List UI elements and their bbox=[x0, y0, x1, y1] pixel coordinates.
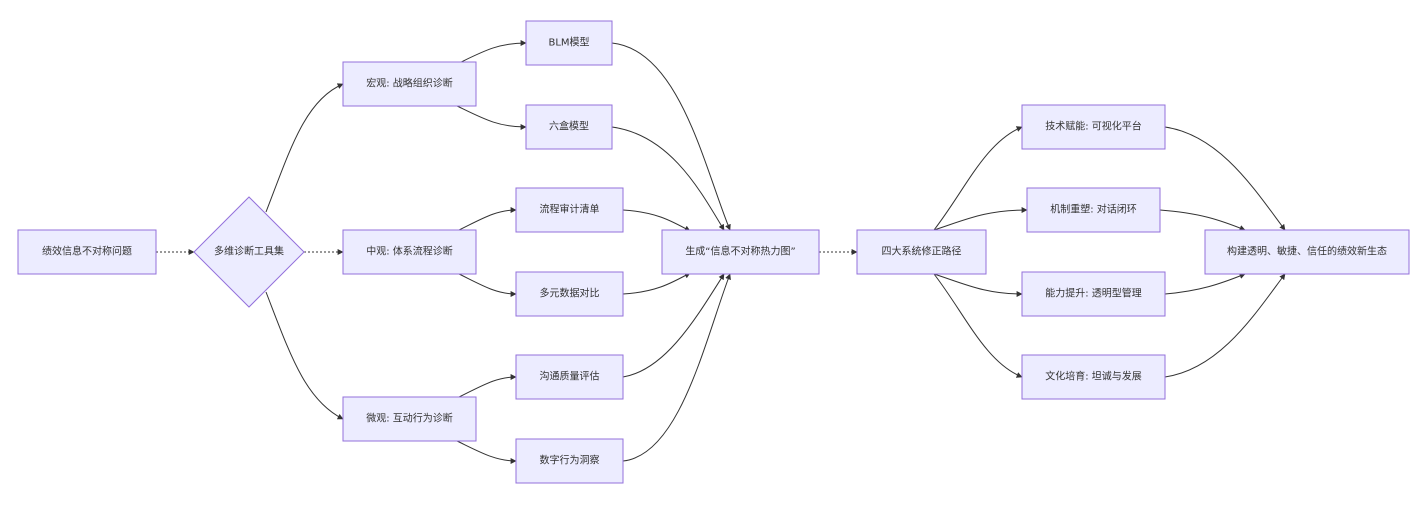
edge-macro-to-sixbox bbox=[454, 104, 527, 130]
node-toolkit-label: 多维诊断工具集 bbox=[214, 245, 284, 258]
node-ecosystem[interactable]: 构建透明、敏捷、信任的绩效新生态 bbox=[1204, 229, 1410, 275]
node-process-audit[interactable]: 流程审计清单 bbox=[515, 187, 624, 233]
node-toolkit[interactable]: 多维诊断工具集 bbox=[193, 196, 305, 308]
edge-paths-to-culture bbox=[933, 273, 1023, 378]
edge-paths-to-mechanism bbox=[933, 207, 1028, 231]
node-tech-label: 技术赋能: 可视化平台 bbox=[1045, 120, 1142, 133]
node-ecosystem-label: 构建透明、敏捷、信任的绩效新生态 bbox=[1227, 245, 1387, 258]
node-paths-label: 四大系统修正路径 bbox=[882, 245, 962, 258]
edge-blm-to-heatmap bbox=[611, 42, 731, 231]
edge-comm-quality-to-heatmap bbox=[622, 273, 725, 378]
edge-paths-to-tech bbox=[933, 126, 1023, 231]
edge-mechanism-to-ecosystem bbox=[1159, 209, 1246, 231]
edge-process-audit-to-heatmap bbox=[622, 209, 691, 232]
node-mechanism-label: 机制重塑: 对话闭环 bbox=[1050, 203, 1137, 216]
edge-tech-to-ecosystem bbox=[1164, 126, 1286, 231]
node-meso[interactable]: 中观: 体系流程诊断 bbox=[342, 229, 477, 275]
node-blm-label: BLM模型 bbox=[548, 36, 589, 49]
edge-multi-data-to-heatmap bbox=[622, 272, 691, 295]
edge-culture-to-ecosystem bbox=[1164, 273, 1286, 378]
node-heatmap-label: 生成“信息不对称热力图” bbox=[685, 245, 795, 258]
node-micro-label: 微观: 互动行为诊断 bbox=[366, 412, 453, 425]
node-culture[interactable]: 文化培育: 坦诚与发展 bbox=[1021, 354, 1166, 400]
edge-paths-to-capability bbox=[933, 273, 1023, 297]
node-culture-label: 文化培育: 坦诚与发展 bbox=[1045, 370, 1142, 383]
node-multi-data-label: 多元数据对比 bbox=[540, 287, 600, 300]
node-six-box[interactable]: 六盒模型 bbox=[525, 104, 613, 150]
edge-toolkit-to-micro bbox=[265, 291, 344, 420]
node-problem[interactable]: 绩效信息不对称问题 bbox=[17, 229, 157, 275]
node-capability[interactable]: 能力提升: 透明型管理 bbox=[1021, 271, 1166, 317]
node-meso-label: 中观: 体系流程诊断 bbox=[366, 245, 453, 258]
node-macro-label: 宏观: 战略组织诊断 bbox=[366, 77, 453, 90]
node-mechanism[interactable]: 机制重塑: 对话闭环 bbox=[1026, 187, 1161, 233]
edge-meso-to-process-audit bbox=[454, 207, 517, 233]
node-multi-data[interactable]: 多元数据对比 bbox=[515, 271, 624, 317]
node-comm-quality-label: 沟通质量评估 bbox=[540, 370, 600, 383]
edge-toolkit-to-macro bbox=[265, 83, 344, 213]
edge-micro-to-digital-insight bbox=[454, 439, 517, 464]
node-tech[interactable]: 技术赋能: 可视化平台 bbox=[1021, 104, 1166, 150]
node-blm[interactable]: BLM模型 bbox=[525, 20, 613, 66]
node-comm-quality[interactable]: 沟通质量评估 bbox=[515, 354, 624, 400]
node-digital-insight-label: 数字行为洞察 bbox=[540, 454, 600, 467]
node-macro[interactable]: 宏观: 战略组织诊断 bbox=[342, 61, 477, 107]
node-problem-label: 绩效信息不对称问题 bbox=[42, 245, 132, 258]
node-paths[interactable]: 四大系统修正路径 bbox=[856, 229, 987, 275]
node-process-audit-label: 流程审计清单 bbox=[540, 203, 600, 216]
node-micro[interactable]: 微观: 互动行为诊断 bbox=[342, 396, 477, 442]
edge-meso-to-multi-data bbox=[454, 271, 517, 297]
node-digital-insight[interactable]: 数字行为洞察 bbox=[515, 438, 624, 484]
node-capability-label: 能力提升: 透明型管理 bbox=[1045, 287, 1142, 300]
edge-sixbox-to-heatmap bbox=[611, 126, 725, 231]
edge-micro-to-comm-quality bbox=[454, 374, 517, 400]
node-six-box-label: 六盒模型 bbox=[549, 120, 589, 133]
edge-digital-insight-to-heatmap bbox=[622, 273, 731, 462]
node-heatmap[interactable]: 生成“信息不对称热力图” bbox=[661, 229, 820, 275]
edge-capability-to-ecosystem bbox=[1164, 273, 1246, 295]
